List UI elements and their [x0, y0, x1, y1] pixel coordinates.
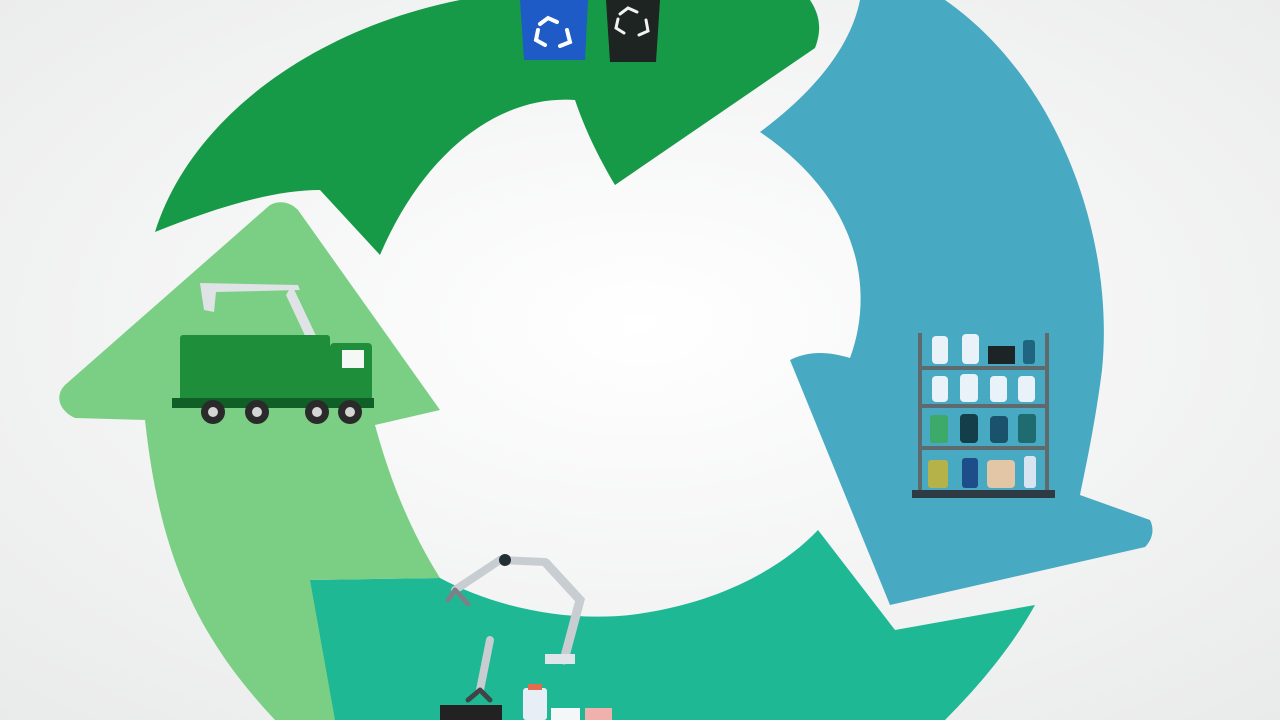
trash-bin-icon — [606, 0, 660, 62]
sorting-bin-icon — [440, 705, 502, 720]
garbage-truck-icon — [172, 283, 374, 424]
store-shelf-icon — [912, 333, 1055, 498]
robotic-arm-icon — [445, 554, 549, 607]
robotic-arm-icon — [541, 558, 585, 665]
cycle-arrow-collection — [155, 0, 820, 255]
cycle-arrow-transport — [59, 202, 440, 720]
cycle-arrow-sorting — [310, 530, 1035, 720]
robotic-arm-icon — [465, 636, 494, 703]
cycle-arrow-retail — [760, 0, 1153, 605]
recycling-bin-icon — [520, 0, 588, 60]
bottle-icon — [523, 684, 612, 720]
